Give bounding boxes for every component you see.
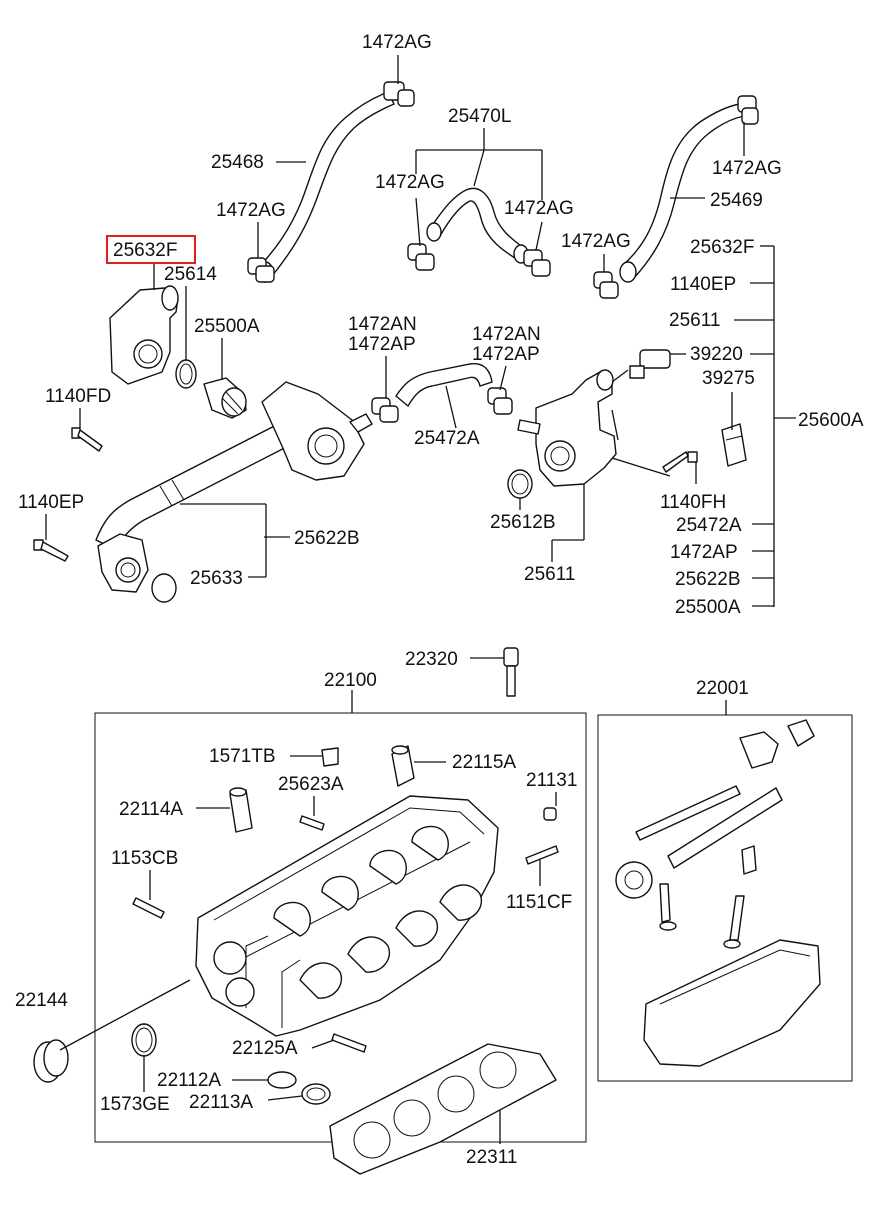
label-r25632f: 25632F: [690, 237, 754, 258]
hose-25472a[interactable]: [395, 363, 493, 408]
label-r25472a: 25472A: [676, 515, 742, 536]
label-1472ag-right-top: 1472AG: [712, 158, 782, 179]
label-r1472ap: 1472AP: [670, 542, 738, 563]
bolt-1140ep[interactable]: [33, 539, 69, 562]
label-1151cf: 1151CF: [506, 892, 572, 913]
label-1472an-1: 1472AN: [348, 314, 417, 335]
box-22001: [597, 714, 853, 1082]
label-1472ag-left: 1472AG: [216, 200, 286, 221]
dowel-22115a[interactable]: [391, 745, 415, 787]
label-1472an-2: 1472AN: [472, 324, 541, 345]
clamp-1472ag-right-top[interactable]: [737, 95, 759, 125]
label-25633: 25633: [190, 568, 243, 589]
hose-25468[interactable]: [256, 91, 395, 283]
clamp-1472ag-top[interactable]: [383, 81, 415, 107]
label-25470l: 25470L: [448, 106, 511, 127]
label-25632f: 25632F: [113, 240, 177, 261]
label-1472ap-2: 1472AP: [472, 344, 540, 365]
label-r25622b: 25622B: [675, 569, 741, 590]
label-r25611: 25611: [669, 310, 720, 331]
label-1140fh: 1140FH: [660, 492, 726, 513]
label-22001: 22001: [696, 678, 749, 699]
thermostat-25500a[interactable]: [203, 377, 247, 419]
label-25623a: 25623A: [278, 774, 344, 795]
plug-1571tb[interactable]: [321, 747, 339, 767]
gasket-25612b[interactable]: [507, 469, 533, 499]
highlight-box-25632f: [106, 235, 196, 264]
leader-lines-bottom: [59, 657, 727, 1144]
label-1472ag-right-mid: 1472AG: [561, 231, 631, 252]
label-39220: 39220: [690, 344, 743, 365]
label-1573ge: 1573GE: [100, 1094, 170, 1115]
stud-22125a[interactable]: [331, 1033, 367, 1053]
label-25611-bottom: 25611: [524, 564, 575, 585]
label-1472ag-mid-left: 1472AG: [375, 172, 445, 193]
clip-39275[interactable]: [721, 423, 747, 467]
pipe-25622b[interactable]: [95, 417, 305, 551]
clamp-1472ag-right-mid[interactable]: [593, 271, 619, 299]
label-25469: 25469: [710, 190, 763, 211]
stud-1151cf[interactable]: [525, 845, 559, 865]
cylinder-head-22100[interactable]: [195, 795, 499, 1037]
label-22112a: 22112A: [157, 1070, 221, 1091]
label-25500a: 25500A: [194, 316, 260, 337]
callout-labels: 1472AG 25468 25470L 1472AG 1472AG 1472AG…: [15, 32, 864, 1168]
label-25468: 25468: [211, 152, 264, 173]
label-22115a: 22115A: [452, 752, 516, 773]
plug-1573ge[interactable]: [131, 1023, 157, 1057]
clamp-1472ag-mid-right[interactable]: [523, 249, 551, 277]
seal-22112a[interactable]: [267, 1071, 297, 1089]
label-25472a: 25472A: [414, 428, 480, 449]
label-1472ap-1: 1472AP: [348, 334, 416, 355]
label-22144: 22144: [15, 990, 68, 1011]
bolt-1140fh[interactable]: [662, 451, 698, 473]
label-r25600a: 25600A: [798, 410, 864, 431]
label-1153cb: 1153CB: [111, 848, 178, 869]
seal-22113a[interactable]: [301, 1083, 331, 1105]
label-1140fd: 1140FD: [45, 386, 111, 407]
gasket-25614[interactable]: [175, 359, 197, 389]
sensor-39220[interactable]: [629, 349, 671, 379]
pin-25623a[interactable]: [299, 815, 325, 831]
label-21131: 21131: [526, 770, 577, 791]
bolt-1140fd[interactable]: [71, 427, 103, 452]
label-1472ag-top: 1472AG: [362, 32, 432, 53]
clamp-1472an-right[interactable]: [487, 387, 513, 415]
stud-1153cb[interactable]: [132, 897, 165, 919]
label-25622b: 25622B: [294, 528, 360, 549]
label-25612b: 25612B: [490, 512, 556, 533]
housing-25632f[interactable]: [109, 285, 179, 385]
clamp-1472ag-mid-left[interactable]: [407, 243, 435, 271]
label-22125a: 22125A: [232, 1038, 298, 1059]
oring-25633[interactable]: [151, 573, 177, 603]
dowel-22114a[interactable]: [229, 787, 253, 833]
clamp-1472an-left[interactable]: [371, 397, 399, 423]
clamp-1472ag-left[interactable]: [247, 257, 275, 283]
label-r25500a: 25500A: [675, 597, 741, 618]
label-1140ep: 1140EP: [18, 492, 84, 513]
label-25614: 25614: [164, 264, 217, 285]
label-22100: 22100: [324, 670, 377, 691]
outlet-25611[interactable]: [517, 369, 617, 487]
flange-rear[interactable]: [261, 381, 373, 481]
label-22320: 22320: [405, 649, 458, 670]
seal-22144[interactable]: [33, 1039, 69, 1083]
label-39275: 39275: [702, 368, 755, 389]
label-22311: 22311: [466, 1147, 517, 1168]
assembly-22001[interactable]: [615, 719, 821, 1067]
bolt-22320[interactable]: [503, 647, 519, 697]
label-1472ag-mid-right: 1472AG: [504, 198, 574, 219]
label-22114a: 22114A: [119, 799, 183, 820]
label-1571tb: 1571TB: [209, 746, 276, 767]
leader-lines-top: [45, 55, 796, 607]
flange-front[interactable]: [97, 533, 149, 593]
gasket-22311[interactable]: [329, 1043, 557, 1175]
label-22113a: 22113A: [189, 1092, 253, 1113]
label-r1140ep: 1140EP: [670, 274, 736, 295]
plug-21131[interactable]: [543, 807, 557, 821]
